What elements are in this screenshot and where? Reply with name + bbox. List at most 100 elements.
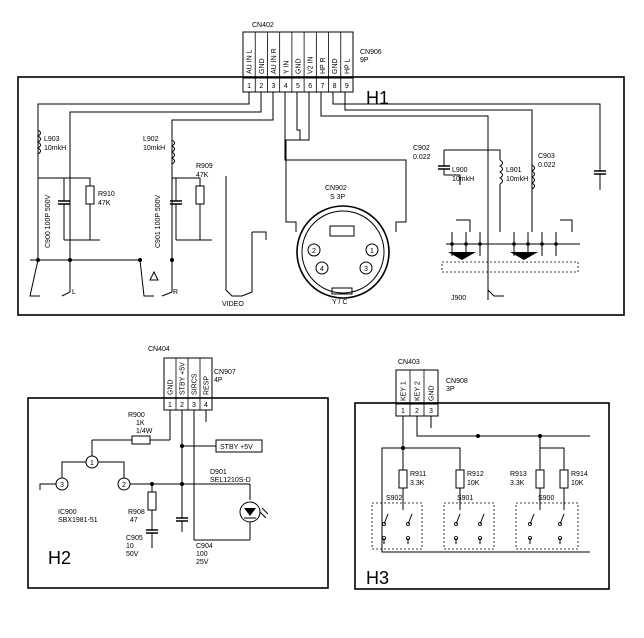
h1-connector-pin-name: AU IN L bbox=[247, 49, 254, 74]
c904-ref: C904 bbox=[196, 543, 213, 550]
h1-connector-pin-name: AU IN R bbox=[271, 48, 278, 74]
cn906-ref: CN906 bbox=[360, 49, 382, 56]
h1-connector-pin-name: HP L bbox=[344, 58, 351, 74]
c903-ref: C903 bbox=[538, 153, 555, 160]
s902-label: S902 bbox=[386, 495, 402, 502]
video-label: VIDEO bbox=[222, 301, 244, 308]
h1-connector-pin-number: 2 bbox=[259, 83, 263, 90]
r910-value: 47K bbox=[98, 200, 111, 207]
r900-value: 1K bbox=[136, 420, 145, 427]
c904-voltage: 25V bbox=[196, 559, 209, 566]
h2-connector-pin-number: 3 bbox=[192, 402, 196, 409]
h1-connector-pin-name: HP R bbox=[320, 57, 327, 74]
h3-board-outline bbox=[354, 402, 610, 590]
r909-ref: R909 bbox=[196, 163, 213, 170]
s900-label: S900 bbox=[538, 495, 554, 502]
ic900-pin-2: 2 bbox=[122, 482, 126, 489]
c903-value: 0.022 bbox=[538, 162, 556, 169]
jack-l-label: L bbox=[72, 289, 76, 296]
cn902-ref: CN902 bbox=[325, 185, 347, 192]
j900-jack: J900 bbox=[441, 219, 580, 302]
ic900-ref: IC900 bbox=[58, 509, 77, 516]
h2-board-outline bbox=[27, 397, 329, 589]
cn908-ref: CN908 bbox=[446, 378, 468, 385]
l903-ref: L903 bbox=[44, 136, 60, 143]
s901-label: S901 bbox=[457, 495, 473, 502]
r912-ref: R912 bbox=[467, 471, 484, 478]
h1-board-outline bbox=[17, 76, 625, 316]
cn906-pins: 9P bbox=[360, 57, 369, 64]
h3-connector-pin-number: 3 bbox=[429, 408, 433, 415]
r912-value: 10K bbox=[467, 480, 480, 487]
j900-label: J900 bbox=[451, 295, 466, 302]
cn902-type: S 3P bbox=[330, 194, 346, 201]
h1-section-label: H1 bbox=[366, 88, 389, 108]
c901-label: C901 100P 500V bbox=[155, 194, 162, 248]
cn402-ref: CN402 bbox=[252, 22, 274, 29]
s901-switch-group: S901 bbox=[443, 495, 495, 550]
r908-ref: R908 bbox=[128, 509, 145, 516]
cn902-pin-a: 2 bbox=[312, 248, 316, 255]
c905-ref: C905 bbox=[126, 535, 143, 542]
h1-connector-pin-number: 3 bbox=[272, 83, 276, 90]
stby-box-label: STBY +5V bbox=[220, 444, 253, 451]
d901-ref: D901 bbox=[210, 469, 227, 476]
s900-switch-group: S900 bbox=[515, 495, 579, 550]
h1-connector-pin-name: Y IN bbox=[283, 61, 290, 75]
r909-value: 47K bbox=[196, 172, 209, 179]
h1-connector-pin-number: 5 bbox=[296, 83, 300, 90]
cn902-pin-d: 3 bbox=[364, 266, 368, 273]
cn902-pin-c: 4 bbox=[320, 266, 324, 273]
h2-connector-pin-number: 2 bbox=[180, 402, 184, 409]
r900-power: 1/4W bbox=[136, 428, 153, 435]
ic900-pin-1: 1 bbox=[90, 460, 94, 467]
l901-ref: L901 bbox=[506, 167, 522, 174]
r911-ref: R911 bbox=[410, 471, 426, 478]
l900-value: 10mkH bbox=[452, 176, 474, 183]
ic900: 1 3 2 IC900 SBX1981-51 bbox=[39, 455, 250, 524]
cn908-pins: 3P bbox=[446, 386, 455, 393]
r914-ref: R914 bbox=[571, 471, 588, 478]
h1-connector-pin-number: 8 bbox=[333, 83, 337, 90]
r911-value: 3.3K bbox=[410, 480, 425, 487]
h1-connector-pin-number: 6 bbox=[308, 83, 312, 90]
h2-connector-pin-number: 4 bbox=[204, 402, 208, 409]
h2-connector-pin-name: STBY +5V bbox=[180, 362, 187, 395]
h1-connector-pin-number: 7 bbox=[320, 83, 324, 90]
h2-connector-pin-name: SIRCS bbox=[192, 373, 199, 395]
jack-r-label: R bbox=[173, 289, 178, 296]
h2-connector-pin-number: 1 bbox=[168, 402, 172, 409]
h3-section-label: H3 bbox=[366, 568, 389, 588]
r913-value: 3.3K bbox=[510, 480, 525, 487]
r914-value: 10K bbox=[571, 480, 584, 487]
cn907-ref: CN907 bbox=[214, 369, 236, 376]
h1-connector-pin-name: V2 IN bbox=[308, 56, 315, 74]
h3-connector-pin-name: KEY 2 bbox=[415, 381, 422, 401]
c902-ref: C902 bbox=[413, 145, 430, 152]
r908-value: 47 bbox=[130, 517, 138, 524]
h3-connector-pin-number: 2 bbox=[415, 408, 419, 415]
d901-part: SEL1210S-D bbox=[210, 477, 251, 484]
l902-value: 10mkH bbox=[143, 145, 165, 152]
h3-connector-pin-number: 1 bbox=[401, 408, 405, 415]
r913-ref: R913 bbox=[510, 471, 527, 478]
cn907-pins: 4P bbox=[214, 377, 223, 384]
s902-switch-group: S902 bbox=[371, 495, 423, 550]
cn902-pin-b: 1 bbox=[370, 248, 374, 255]
cn404-ref: CN404 bbox=[148, 346, 170, 353]
cn902-yc-label: Y / C bbox=[332, 299, 347, 306]
h1-connector-pin-number: 4 bbox=[284, 83, 288, 90]
h2-connector-pin-name: GND bbox=[168, 379, 175, 395]
c904-value: 100 bbox=[196, 551, 208, 558]
h3-connector-pin-name: KEY 1 bbox=[401, 381, 408, 401]
h1-connector-pin-number: 9 bbox=[345, 83, 349, 90]
l901-value: 10mkH bbox=[506, 176, 528, 183]
h1-connector-pin-name: GND bbox=[259, 58, 266, 74]
